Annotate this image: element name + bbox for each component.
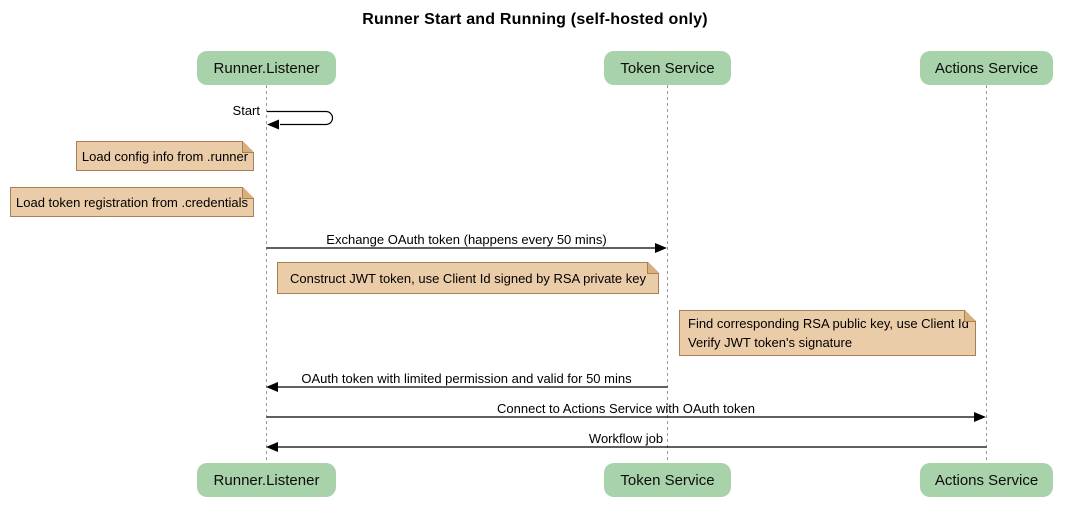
note-fold-corner [647,262,659,274]
note-load-config: Load config info from .runner [76,141,254,171]
participant-label: Runner.Listener [213,59,320,77]
self-message-start-arrowhead [267,119,279,130]
participant-label: Token Service [620,59,715,77]
message-exchange-arrowhead [655,243,667,253]
note-text: Load token registration from .credential… [16,194,248,210]
participant-runner-listener-bottom: Runner.Listener [197,463,336,497]
note-text-line-2: Verify JWT token's signature [688,335,853,350]
participant-label: Runner.Listener [213,471,320,489]
participant-runner-listener-top: Runner.Listener [197,51,336,85]
participant-token-service-bottom: Token Service [604,463,731,497]
message-label-oauth-return: OAuth token with limited permission and … [301,371,632,386]
note-fold-corner [964,310,976,322]
participant-token-service-top: Token Service [604,51,731,85]
note-text: Load config info from .runner [81,148,249,164]
message-label-start: Start [232,103,260,118]
participant-label: Token Service [620,471,715,489]
participant-label: Actions Service [934,59,1039,77]
participant-actions-service-bottom: Actions Service [920,463,1053,497]
note-fold-corner [242,187,254,199]
participant-label: Actions Service [934,471,1039,489]
message-label-workflow: Workflow job [588,431,664,446]
message-workflow-arrowhead [266,442,278,452]
participant-actions-service-top: Actions Service [920,51,1053,85]
note-find-rsa-verify-jwt: Find corresponding RSA public key, use C… [679,310,976,356]
self-message-start-line [267,110,334,126]
diagram-title: Runner Start and Running (self-hosted on… [362,11,708,28]
note-load-token-registration: Load token registration from .credential… [10,187,254,217]
message-oauth-return-arrowhead [266,382,278,392]
message-label-connect: Connect to Actions Service with OAuth to… [497,401,755,416]
note-fold-corner [242,141,254,153]
message-connect-arrowhead [974,412,986,422]
note-text: Construct JWT token, use Client Id signe… [290,270,646,286]
message-label-exchange: Exchange OAuth token (happens every 50 m… [326,232,607,247]
note-text-line-1: Find corresponding RSA public key, use C… [688,316,969,331]
note-construct-jwt: Construct JWT token, use Client Id signe… [277,262,659,294]
